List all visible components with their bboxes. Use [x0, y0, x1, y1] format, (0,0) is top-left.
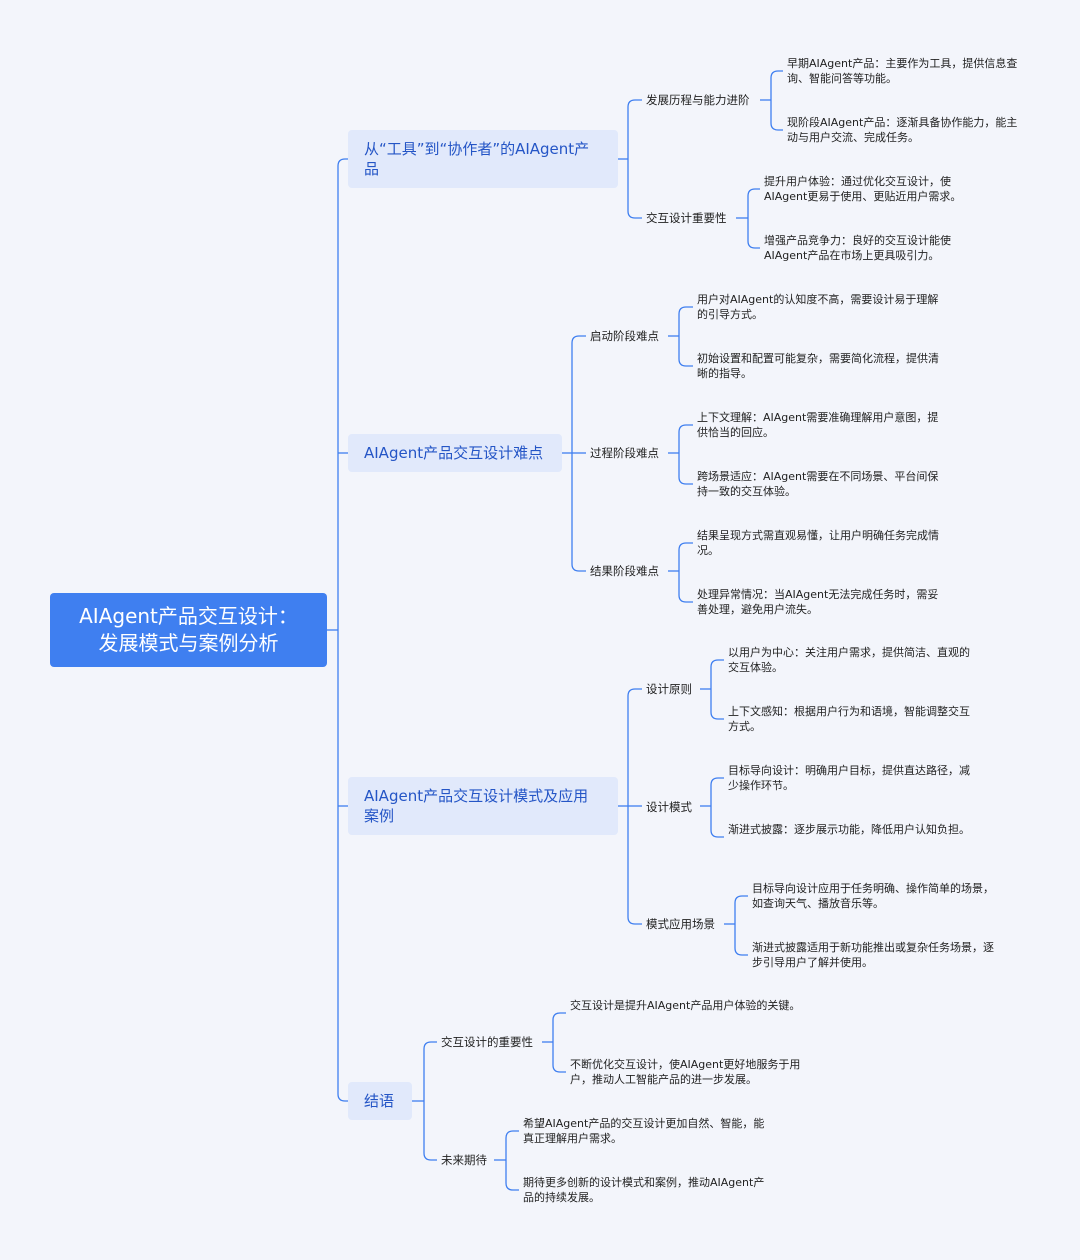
leaf-complex-setup: 初始设置和配置可能复杂，需要简化流程，提供清晰的指导。: [697, 352, 939, 380]
leaf-low-awareness: 用户对AIAgent的认知度不高，需要设计易于理解的引导方式。: [697, 293, 939, 321]
leaf-continuous-optimization: 不断优化交互设计，使AIAgent更好地服务于用户，推动人工智能产品的进一步发展…: [570, 1058, 801, 1086]
branch1b-connector-branch-0: [747, 188, 760, 218]
leaf-key-to-ux: 交互设计是提升AIAgent产品用户体验的关键。: [570, 999, 801, 1012]
section-title: 结语: [364, 1092, 395, 1110]
branch-startup-difficulties[interactable]: 启动阶段难点: [590, 329, 659, 343]
branch3c-connector-branch-0: [734, 895, 748, 924]
branch-application-scenarios[interactable]: 模式应用场景: [646, 917, 715, 931]
section-title: AIAgent产品交互设计难点: [364, 444, 544, 462]
branch-development-history[interactable]: 发展历程与能力进阶: [646, 93, 750, 107]
section2-connector-branch-2: [571, 453, 586, 572]
leaf-context-understanding: 上下文理解：AIAgent需要准确理解用户意图，提供恰当的回应。: [697, 411, 939, 439]
branch-interaction-importance[interactable]: 交互设计重要性: [646, 211, 727, 225]
branch-interaction-significance[interactable]: 交互设计的重要性: [441, 1035, 533, 1049]
branch3a-connector-branch-0: [710, 659, 724, 689]
leaf-improve-ux: 提升用户体验：通过优化交互设计，使AIAgent更易于使用、更贴近用户需求。: [764, 175, 962, 203]
section4-connector-branch-0: [423, 1041, 437, 1101]
leaf-user-centered: 以用户为中心：关注用户需求，提供简洁、直观的交互体验。: [728, 646, 970, 674]
branch-design-principles[interactable]: 设计原则: [646, 682, 692, 696]
section4-connector-branch-1: [423, 1101, 437, 1161]
leaf-context-aware: 上下文感知：根据用户行为和语境，智能调整交互方式。: [728, 705, 970, 733]
section-title: 从“工具”到“协作者”的AIAgent产品: [364, 140, 590, 178]
root-node[interactable]: AIAgent产品交互设计： 发展模式与案例分析: [50, 593, 327, 667]
branch1a-connector-branch-1: [770, 100, 783, 131]
leaf-competitiveness: 增强产品竞争力：良好的交互设计能使AIAgent产品在市场上更具吸引力。: [764, 234, 951, 262]
branch1a-connector-branch-0: [770, 70, 783, 100]
section-tool-to-collaborator[interactable]: 从“工具”到“协作者”的AIAgent产品: [348, 130, 618, 188]
branch2c-connector-branch-0: [678, 542, 693, 571]
leaf-goal-scenario: 目标导向设计应用于任务明确、操作简单的场景，如查询天气、播放音乐等。: [752, 882, 994, 910]
root-connector-branch-0: [337, 158, 348, 630]
branch-process-difficulties[interactable]: 过程阶段难点: [590, 446, 659, 460]
branch3b-connector-branch-1: [710, 806, 724, 838]
section3-connector-branch-0: [627, 688, 642, 806]
leaf-progressive-scenario: 渐进式披露适用于新功能推出或复杂任务场景，逐步引导用户了解并使用。: [752, 941, 994, 969]
branch4b-connector-branch-1: [505, 1160, 519, 1191]
leaf-progressive-disclosure: 渐进式披露：逐步展示功能，降低用户认知负担。: [728, 823, 970, 836]
leaf-exception-handling: 处理异常情况：当AIAgent无法完成任务时，需妥善处理，避免用户流失。: [697, 588, 939, 616]
section3-connector-branch-2: [627, 806, 642, 925]
branch3a-connector-branch-1: [710, 689, 724, 720]
branch2a-connector-branch-0: [678, 306, 693, 336]
branch-result-difficulties[interactable]: 结果阶段难点: [590, 564, 659, 578]
branch2b-connector-branch-0: [678, 424, 693, 453]
section1-connector-branch-1: [627, 159, 642, 219]
leaf-cross-scenario: 跨场景适应：AIAgent需要在不同场景、平台间保持一致的交互体验。: [697, 470, 939, 498]
branch4a-connector-branch-1: [552, 1042, 566, 1073]
section2-connector-branch-0: [571, 335, 586, 453]
root-connector-branch-3: [337, 630, 348, 1102]
branch-future-expectations[interactable]: 未来期待: [441, 1153, 487, 1167]
branch-design-modes[interactable]: 设计模式: [646, 800, 692, 814]
leaf-result-presentation: 结果呈现方式需直观易懂，让用户明确任务完成情况。: [697, 529, 939, 557]
leaf-more-natural: 希望AIAgent产品的交互设计更加自然、智能，能真正理解用户需求。: [523, 1117, 765, 1145]
root-title-line-1: AIAgent产品交互设计：: [79, 604, 298, 628]
branch4b-connector-branch-0: [505, 1130, 519, 1160]
branch2b-connector-branch-1: [678, 453, 693, 485]
section-conclusion[interactable]: 结语: [348, 1082, 412, 1120]
branch4a-connector-branch-0: [552, 1012, 566, 1042]
section-design-difficulties[interactable]: AIAgent产品交互设计难点: [348, 434, 562, 472]
branch3b-connector-branch-0: [710, 777, 724, 806]
branch2a-connector-branch-1: [678, 336, 693, 367]
leaf-more-innovation: 期待更多创新的设计模式和案例，推动AIAgent产品的持续发展。: [523, 1176, 765, 1204]
leaf-current-products: 现阶段AIAgent产品：逐渐具备协作能力，能主动与用户交流、完成任务。: [787, 116, 1018, 144]
branch2c-connector-branch-1: [678, 571, 693, 603]
root-title-line-2: 发展模式与案例分析: [98, 631, 279, 655]
section1-connector-branch-0: [627, 99, 642, 159]
branch3c-connector-branch-1: [734, 924, 748, 956]
leaf-early-products: 早期AIAgent产品：主要作为工具，提供信息查询、智能问答等功能。: [787, 57, 1018, 85]
section-title: AIAgent产品交互设计模式及应用案例: [364, 787, 589, 825]
section-design-patterns[interactable]: AIAgent产品交互设计模式及应用案例: [348, 777, 618, 835]
leaf-goal-oriented: 目标导向设计：明确用户目标，提供直达路径，减少操作环节。: [728, 764, 970, 792]
branch1b-connector-branch-1: [747, 218, 760, 249]
